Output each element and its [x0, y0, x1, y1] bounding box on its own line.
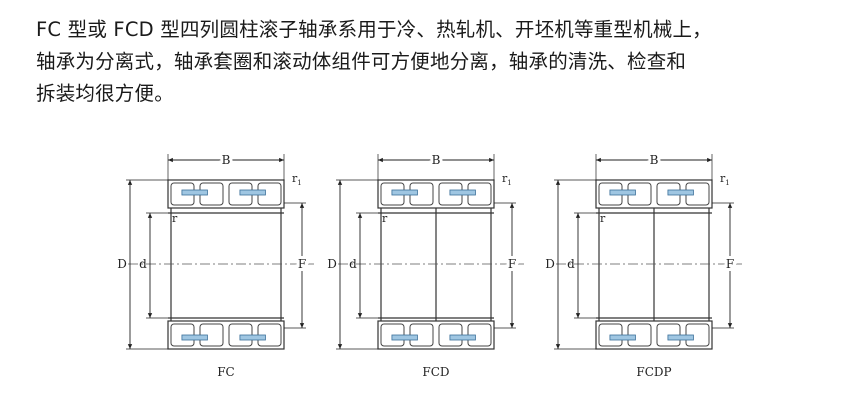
figure-caption: FCD	[422, 365, 449, 379]
chamfer-outer-label: r1	[292, 172, 302, 187]
width-label: B	[650, 153, 659, 167]
figure-caption: FCDP	[636, 365, 671, 379]
figure-caption: FC	[217, 365, 235, 379]
outer-diameter-label: D	[327, 257, 337, 271]
cage	[239, 334, 266, 341]
cage	[391, 334, 418, 341]
cage	[181, 189, 208, 196]
outer-ring	[167, 320, 285, 350]
bore-diameter-label: d	[567, 257, 575, 271]
cage	[449, 334, 476, 341]
cage	[609, 189, 636, 196]
cage	[667, 189, 694, 196]
chamfer-outer-subscript: 1	[297, 179, 301, 187]
chamfer-outer-subscript: 1	[507, 179, 511, 187]
cage	[667, 334, 694, 341]
outer-diameter-label: D	[545, 257, 555, 271]
intro-line-3: 拆装均很方便。	[36, 82, 174, 105]
cage	[609, 334, 636, 341]
chamfer-inner-label: r	[172, 212, 178, 225]
cage	[181, 334, 208, 341]
bore-diameter-label: d	[139, 257, 147, 271]
intro-line-2: 轴承为分离式，轴承套圈和滚动体组件可方便地分离，轴承的清洗、检查和	[36, 50, 687, 73]
cage	[239, 189, 266, 196]
raceway-diameter-label: F	[726, 257, 734, 271]
chamfer-outer-subscript: 1	[725, 179, 729, 187]
cage	[449, 189, 476, 196]
outer-diameter-label: D	[117, 257, 127, 271]
outer-ring	[167, 179, 285, 209]
chamfer-inner-label: r	[382, 212, 388, 225]
intro-paragraph: FC 型或 FCD 型四列圆柱滚子轴承系用于冷、热轧机、开坯机等重型机械上， 轴…	[36, 14, 836, 110]
intro-line-1: FC 型或 FCD 型四列圆柱滚子轴承系用于冷、热轧机、开坯机等重型机械上，	[36, 18, 712, 41]
bore-diameter-label: d	[349, 257, 357, 271]
width-label: B	[222, 153, 231, 167]
width-label: B	[432, 153, 441, 167]
chamfer-outer-label: r1	[720, 172, 730, 187]
raceway-diameter-label: F	[298, 257, 306, 271]
chamfer-inner-label: r	[600, 212, 606, 225]
chamfer-outer-label: r1	[502, 172, 512, 187]
raceway-diameter-label: F	[508, 257, 516, 271]
cage	[391, 189, 418, 196]
